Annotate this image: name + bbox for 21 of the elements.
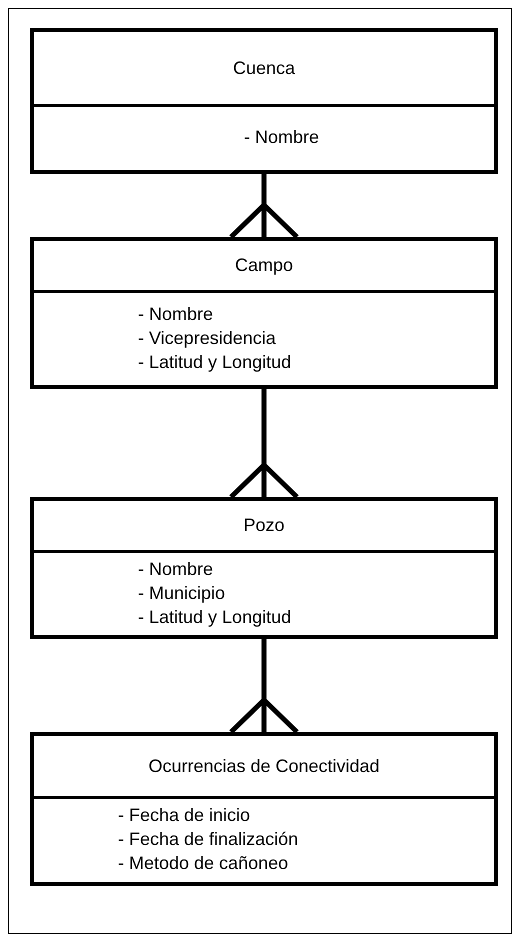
entity-title: Ocurrencias de Conectividad: [148, 756, 380, 776]
relationship-line: [228, 174, 300, 240]
attribute-text: - Latitud y Longitud: [138, 606, 292, 628]
attribute-text: - Vicepresidencia: [138, 326, 277, 350]
relationship-line: [228, 639, 300, 734]
entity-box: [30, 28, 498, 174]
attribute-text: - Nombre: [138, 302, 214, 326]
entity-title: Cuenca: [232, 58, 296, 78]
entity-title: Pozo: [243, 515, 285, 536]
attribute-text: - Fecha de finalización: [118, 828, 298, 851]
attribute-text: - Municipio: [138, 582, 226, 604]
attribute-text: - Fecha de inicio: [118, 804, 252, 827]
attribute-text: - Latitud y Longitud: [138, 350, 292, 374]
relationship-line: [228, 389, 300, 500]
entity-title: Campo: [234, 255, 294, 276]
entity-box: [30, 497, 498, 639]
attribute-text: - Nombre: [244, 126, 320, 149]
entity-box: [30, 732, 498, 886]
attribute-text: - Nombre: [138, 558, 214, 580]
attribute-text: - Metodo de cañoneo: [118, 852, 290, 875]
entity-box: [30, 237, 498, 389]
